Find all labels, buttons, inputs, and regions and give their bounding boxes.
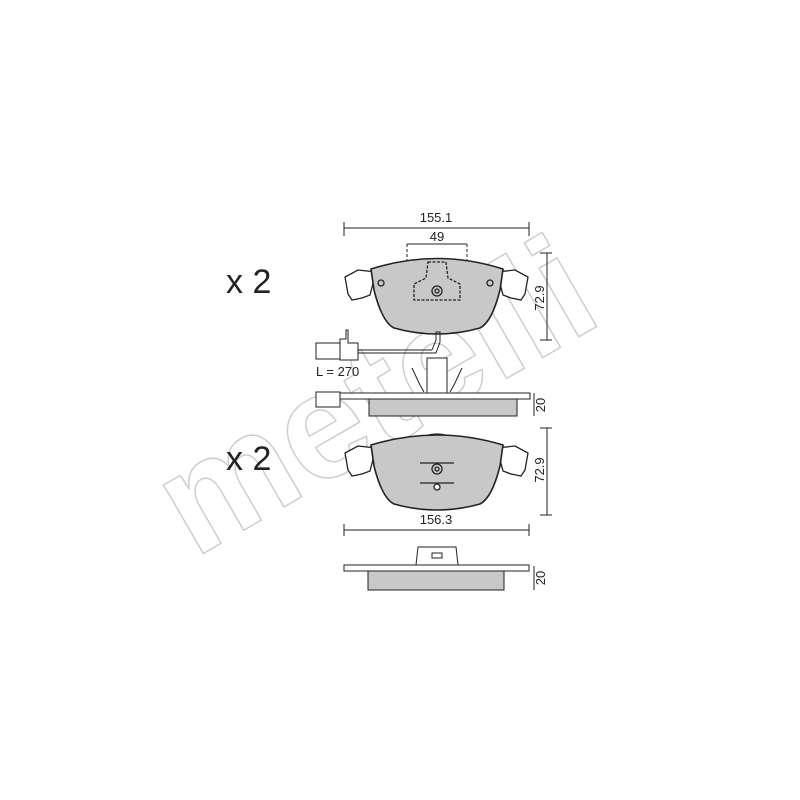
dim-top-width [343, 222, 530, 236]
dim-top-height [540, 252, 552, 341]
top-pad-side [315, 357, 531, 417]
bottom-pad-side [343, 546, 530, 591]
svg-text:72.9: 72.9 [532, 457, 547, 482]
svg-text:72.9: 72.9 [532, 285, 547, 310]
svg-text:20: 20 [533, 571, 548, 585]
svg-text:49: 49 [430, 229, 444, 244]
bottom-pad [344, 433, 529, 511]
wear-sensor [315, 329, 441, 361]
quantity-top: x 2 [226, 263, 271, 301]
wire-length: L = 270 [316, 364, 359, 379]
top-pad [344, 257, 529, 335]
svg-text:156.3: 156.3 [420, 512, 453, 527]
svg-text:20: 20 [533, 398, 548, 412]
quantity-bottom: x 2 [226, 440, 271, 478]
dim-bottom-height [540, 427, 552, 516]
svg-text:155.1: 155.1 [420, 210, 453, 225]
dim-bottom-width [343, 524, 530, 536]
